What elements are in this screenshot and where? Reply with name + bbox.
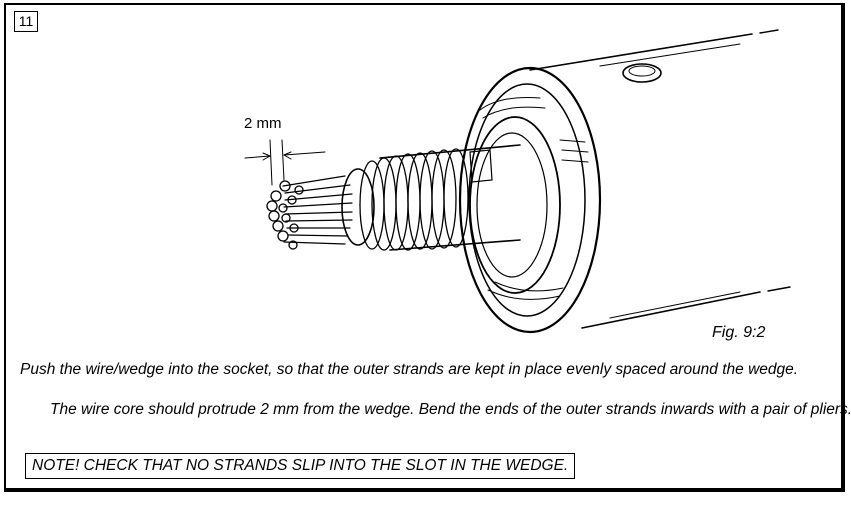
tube-hole-inner [628, 65, 656, 77]
tube-bottom-edge-dash [767, 286, 791, 292]
dimension-label: 2 mm [244, 115, 282, 132]
wedge-front [341, 168, 375, 246]
tube-end-inner [468, 83, 586, 317]
page-frame [4, 3, 845, 492]
socket-ring-inner [476, 132, 548, 278]
dim-arrow-left [244, 155, 271, 159]
tube-top-edge-dash [759, 29, 779, 34]
instruction-paragraph-2: The wire core should protrude 2 mm from … [50, 401, 851, 418]
wire-socket-illustration [244, 29, 791, 334]
strand-ends [266, 180, 304, 250]
dim-extension-left [269, 139, 273, 186]
tube-inner-line [599, 43, 741, 67]
socket-ring [469, 116, 561, 294]
wedge-slot [469, 149, 493, 183]
tube-inner-line-low [609, 291, 741, 319]
instruction-paragraph-1: Push the wire/wedge into the socket, so … [20, 361, 799, 378]
tube-hole [622, 63, 662, 83]
tube-end-outer [458, 66, 602, 334]
tube-bottom-edge [581, 291, 761, 329]
figure-caption: Fig. 9:2 [712, 324, 766, 341]
wedge-shaft-bottom [389, 239, 521, 251]
step-number-box: 11 [14, 11, 38, 32]
note-box: NOTE! CHECK THAT NO STRANDS SLIP INTO TH… [25, 453, 576, 479]
wedge-threads [359, 148, 469, 251]
dim-arrow-right [283, 151, 326, 156]
tube-top-edge [529, 33, 753, 71]
step-number: 11 [18, 13, 34, 29]
dim-extension-right [281, 139, 285, 181]
wedge-shaft-top [379, 144, 521, 159]
